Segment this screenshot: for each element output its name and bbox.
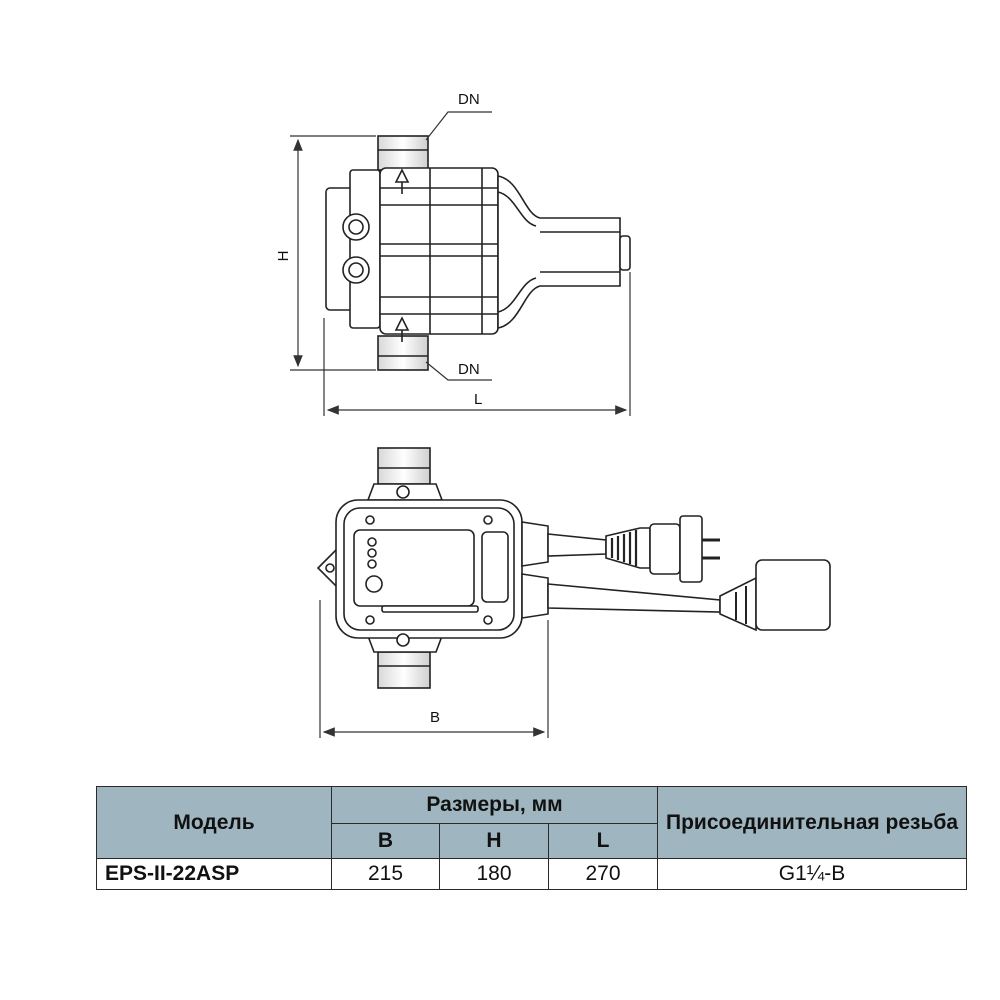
main-body xyxy=(379,167,499,335)
table-row: EPS-II-22ASP 215 180 270 G1¼-B xyxy=(96,858,967,890)
bottom-fitting xyxy=(377,335,429,371)
leader-dn-bottom xyxy=(425,361,492,381)
cell-model: EPS-II-22ASP xyxy=(96,858,332,890)
label-b: B xyxy=(430,709,440,726)
screw-icon xyxy=(325,563,335,573)
screw-icon xyxy=(396,633,410,647)
pump-socket xyxy=(719,576,757,632)
side-dimensions xyxy=(290,111,631,416)
top-fitting xyxy=(377,135,429,171)
power-cable xyxy=(547,533,607,557)
header-dimensions: Размеры, мм xyxy=(331,786,658,824)
pump-cable xyxy=(547,583,721,613)
header-thread: Присоединительная резьба xyxy=(657,786,967,859)
front-cable-gland-top xyxy=(521,521,549,567)
cell-b: 215 xyxy=(331,858,440,890)
indicator-led-icon xyxy=(367,537,377,547)
indicator-led-icon xyxy=(367,559,377,569)
screw-icon xyxy=(483,615,493,625)
front-dimensions xyxy=(319,600,549,738)
subheader-h: H xyxy=(439,823,549,859)
technical-drawing: DN DN H L xyxy=(275,91,831,738)
cell-h: 180 xyxy=(439,858,549,890)
label-dn-bottom: DN xyxy=(458,361,480,378)
screw-icon xyxy=(365,515,375,525)
front-view xyxy=(316,447,831,689)
cable-gland xyxy=(497,175,621,329)
leader-dn-top xyxy=(425,111,492,141)
specification-table: Модель Размеры, мм Присоединительная рез… xyxy=(96,786,967,890)
subheader-l: L xyxy=(548,823,658,859)
label-dn-top: DN xyxy=(458,91,480,108)
front-top-fitting xyxy=(377,447,431,485)
indicator-led-icon xyxy=(367,548,377,558)
screw-icon xyxy=(396,485,410,499)
front-cable-gland-bottom xyxy=(521,573,549,619)
front-bottom-fitting xyxy=(377,651,431,689)
side-view xyxy=(325,135,631,371)
cell-l: 270 xyxy=(548,858,658,890)
screw-icon xyxy=(483,515,493,525)
header-model: Модель xyxy=(96,786,332,859)
subheader-b: B xyxy=(331,823,440,859)
reset-button-icon xyxy=(365,575,383,593)
label-h: H xyxy=(275,251,292,262)
label-l: L xyxy=(474,391,482,408)
cell-thread: G1¼-B xyxy=(657,858,967,890)
screw-icon xyxy=(365,615,375,625)
